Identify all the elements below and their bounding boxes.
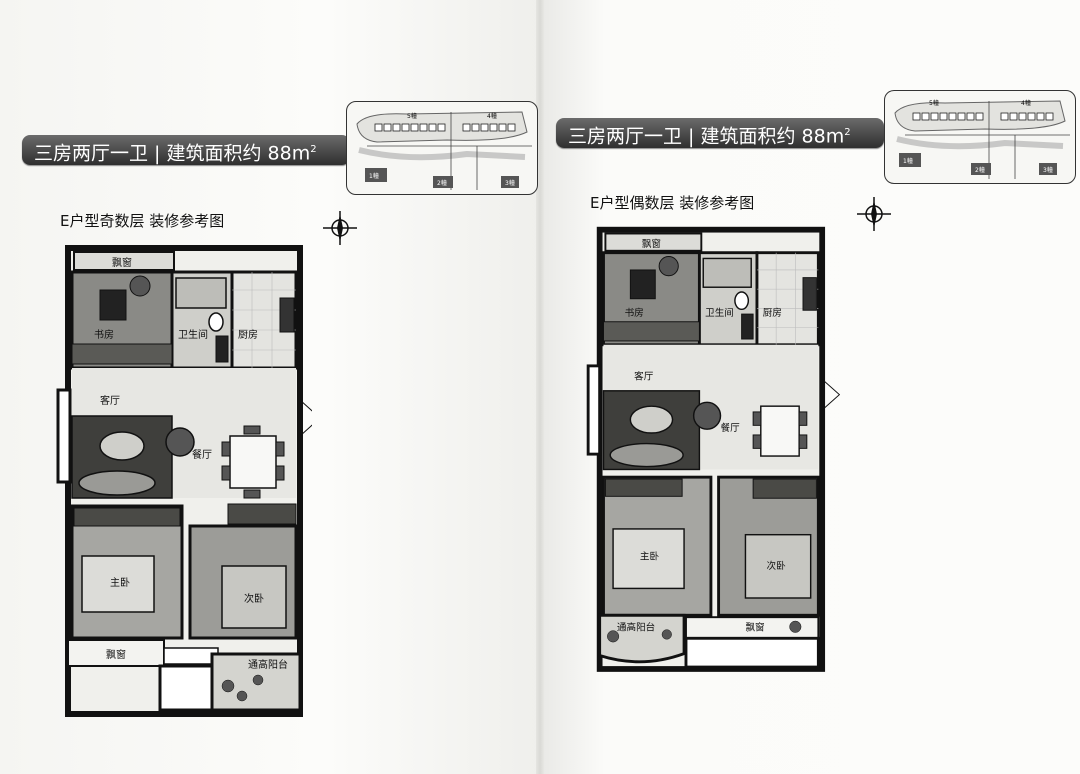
sitemap-label-5: 5幢 [407, 112, 417, 120]
sitemap-label-5: 5幢 [929, 99, 939, 107]
floor-plan-odd: 飘窗 书房 卫生间 厨房 客厅 餐厅 主卧 次卧 飘窗 通高阳台 [56, 245, 312, 717]
floor-plan-title-odd: E户型奇数层 装修参考图 [60, 212, 225, 230]
room-label-master: 主卧 [110, 576, 130, 589]
room-label-kitchen: 厨房 [238, 328, 258, 341]
room-label-bathroom: 卫生间 [178, 328, 208, 341]
room-label-living: 客厅 [634, 370, 654, 382]
sitemap-label-4: 4幢 [487, 112, 497, 120]
room-label-living: 客厅 [100, 394, 120, 407]
banner-text: 三房两厅一卫 | 建筑面积约 88m [568, 125, 845, 148]
sitemap-label-2: 2幢 [437, 179, 447, 187]
banner-text: 三房两厅一卫 | 建筑面积约 88m [34, 142, 311, 165]
room-label-bathroom: 卫生间 [705, 307, 734, 319]
compass-icon [857, 197, 891, 231]
unit-banner-odd: 三房两厅一卫 | 建筑面积约 88m2 [22, 135, 350, 165]
sitemap-label-1: 1幢 [903, 157, 913, 165]
site-map-drawing: 5幢 4幢 1幢 2幢 3幢 [356, 111, 532, 190]
room-label-study: 书房 [625, 307, 644, 319]
floor-plan-title-even: E户型偶数层 装修参考图 [590, 194, 755, 212]
room-label-bay-window-top: 飘窗 [642, 238, 661, 250]
site-location-map-odd: 5幢 4幢 1幢 2幢 3幢 [346, 101, 538, 195]
sitemap-label-2: 2幢 [975, 166, 985, 174]
room-label-study: 书房 [94, 328, 114, 341]
room-label-second: 次卧 [767, 560, 787, 572]
room-label-kitchen: 厨房 [763, 307, 782, 319]
site-location-map-even: 5幢 4幢 1幢 2幢 3幢 [884, 90, 1076, 184]
unit-banner-even: 三房两厅一卫 | 建筑面积约 88m2 [556, 118, 884, 148]
room-label-dining: 餐厅 [192, 448, 212, 461]
room-label-balcony: 通高阳台 [248, 658, 288, 671]
sitemap-label-1: 1幢 [369, 172, 379, 180]
room-label-master: 主卧 [640, 551, 660, 563]
sitemap-label-4: 4幢 [1021, 99, 1031, 107]
room-label-bay-window-top: 飘窗 [112, 256, 132, 269]
floor-plan-even: 飘窗 书房 卫生间 厨房 客厅 餐厅 主卧 次卧 飘窗 通高阳台 [586, 226, 840, 672]
compass-icon [323, 211, 357, 245]
room-label-second: 次卧 [244, 592, 264, 605]
page-gutter [536, 0, 544, 774]
room-label-bay-window-bottom: 飘窗 [745, 622, 764, 634]
banner-sup: 2 [310, 144, 317, 155]
sitemap-label-3: 3幢 [505, 179, 515, 187]
room-label-dining: 餐厅 [721, 422, 741, 434]
room-label-bay-window-bottom: 飘窗 [106, 648, 126, 661]
banner-sup: 2 [844, 127, 851, 138]
sitemap-label-3: 3幢 [1043, 166, 1053, 174]
site-map-drawing: 5幢 4幢 1幢 2幢 3幢 [894, 99, 1070, 179]
room-label-balcony: 通高阳台 [617, 622, 655, 634]
